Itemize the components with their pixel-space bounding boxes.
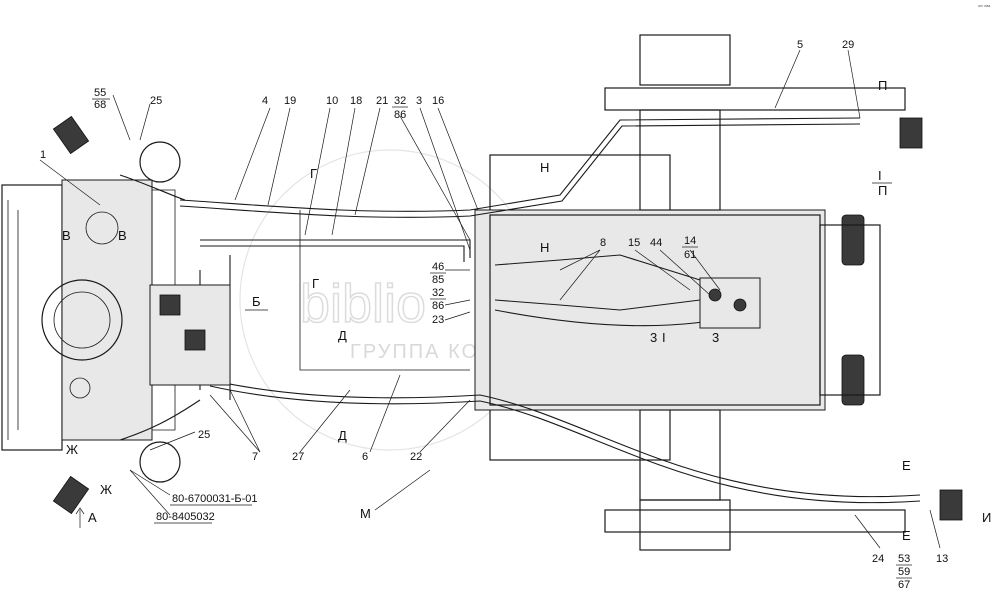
section-i: И <box>982 510 991 525</box>
section-e-bottom: Е <box>902 528 911 543</box>
section-i-p-numerator: I <box>878 168 882 183</box>
callout-6: 6 <box>362 451 368 463</box>
callout-27: 27 <box>292 451 304 463</box>
callout-25-bottom: 25 <box>198 429 210 441</box>
section-b: Б <box>252 294 261 309</box>
callout-32-top: 32 <box>394 95 406 107</box>
frame-right <box>474 34 906 551</box>
callout-23: 23 <box>432 314 444 326</box>
callout-3: 3 <box>416 95 422 107</box>
callout-61: 61 <box>684 249 696 261</box>
callout-53: 53 <box>898 553 910 565</box>
section-zh-bottom: Ж <box>100 482 112 497</box>
section-v-left: В <box>62 228 71 243</box>
callout-1: 1 <box>40 149 46 161</box>
callout-13: 13 <box>936 553 948 565</box>
part-number-2: 80-8405032 <box>156 511 215 523</box>
callout-25-top: 25 <box>150 95 162 107</box>
leader-lines <box>39 49 941 549</box>
watermark-logo: biblio <box>300 274 426 334</box>
callout-68: 68 <box>94 99 106 111</box>
callout-8: 8 <box>600 237 606 249</box>
watermark: biblio ГРУППА КОМПАНИЙ <box>239 149 577 451</box>
callout-32-mid: 32 <box>432 287 444 299</box>
callout-85: 85 <box>432 274 444 286</box>
callout-29: 29 <box>842 39 854 51</box>
mark-i: I <box>662 330 666 345</box>
section-m: М <box>360 506 371 521</box>
section-marks: В В Б Г Г Д Д Н Н 3 3 I П I П Е Е И Ж Ж … <box>62 78 991 543</box>
part-number-1: 80-6700031-Б-01 <box>172 493 258 505</box>
callout-7: 7 <box>252 451 258 463</box>
section-n-top: Н <box>540 160 549 175</box>
callout-67: 67 <box>898 579 910 591</box>
section-i-p-denominator: П <box>878 183 887 198</box>
corner-mark: ᵃᵐ ʷᵃᵃ <box>978 4 990 10</box>
section-v-right: В <box>118 228 127 243</box>
callout-59: 59 <box>898 566 910 578</box>
callouts: 1 55 68 25 4 19 10 18 21 32 86 3 16 5 29… <box>40 39 948 591</box>
callout-55: 55 <box>94 87 106 99</box>
callout-15: 15 <box>628 237 640 249</box>
callout-14: 14 <box>684 235 696 247</box>
callout-46: 46 <box>432 261 444 273</box>
callout-10: 10 <box>326 95 338 107</box>
callout-86-mid: 86 <box>432 300 444 312</box>
section-zh-top: Ж <box>66 442 78 457</box>
callout-4: 4 <box>262 95 268 107</box>
section-d-bottom: Д <box>338 428 347 443</box>
mark-three-right: 3 <box>712 330 719 345</box>
callout-24: 24 <box>872 553 884 565</box>
part-number-labels: 80-6700031-Б-01 80-8405032 <box>154 493 258 524</box>
callout-16: 16 <box>432 95 444 107</box>
section-p-top: П <box>878 78 887 93</box>
callout-44: 44 <box>650 237 662 249</box>
callout-5: 5 <box>797 39 803 51</box>
section-e-top: Е <box>902 458 911 473</box>
section-d-mid: Д <box>338 328 347 343</box>
callout-86-top: 86 <box>394 109 406 121</box>
engine-block <box>1 179 176 451</box>
callout-19: 19 <box>284 95 296 107</box>
section-g-top: Г <box>310 166 317 181</box>
section-a: А <box>88 510 97 525</box>
section-n-mid: Н <box>540 240 549 255</box>
mark-three-left: 3 <box>650 330 657 345</box>
callout-21: 21 <box>376 95 388 107</box>
callout-18: 18 <box>350 95 362 107</box>
valve-components <box>52 115 963 521</box>
callout-22: 22 <box>410 451 422 463</box>
section-g-mid: Г <box>312 276 319 291</box>
